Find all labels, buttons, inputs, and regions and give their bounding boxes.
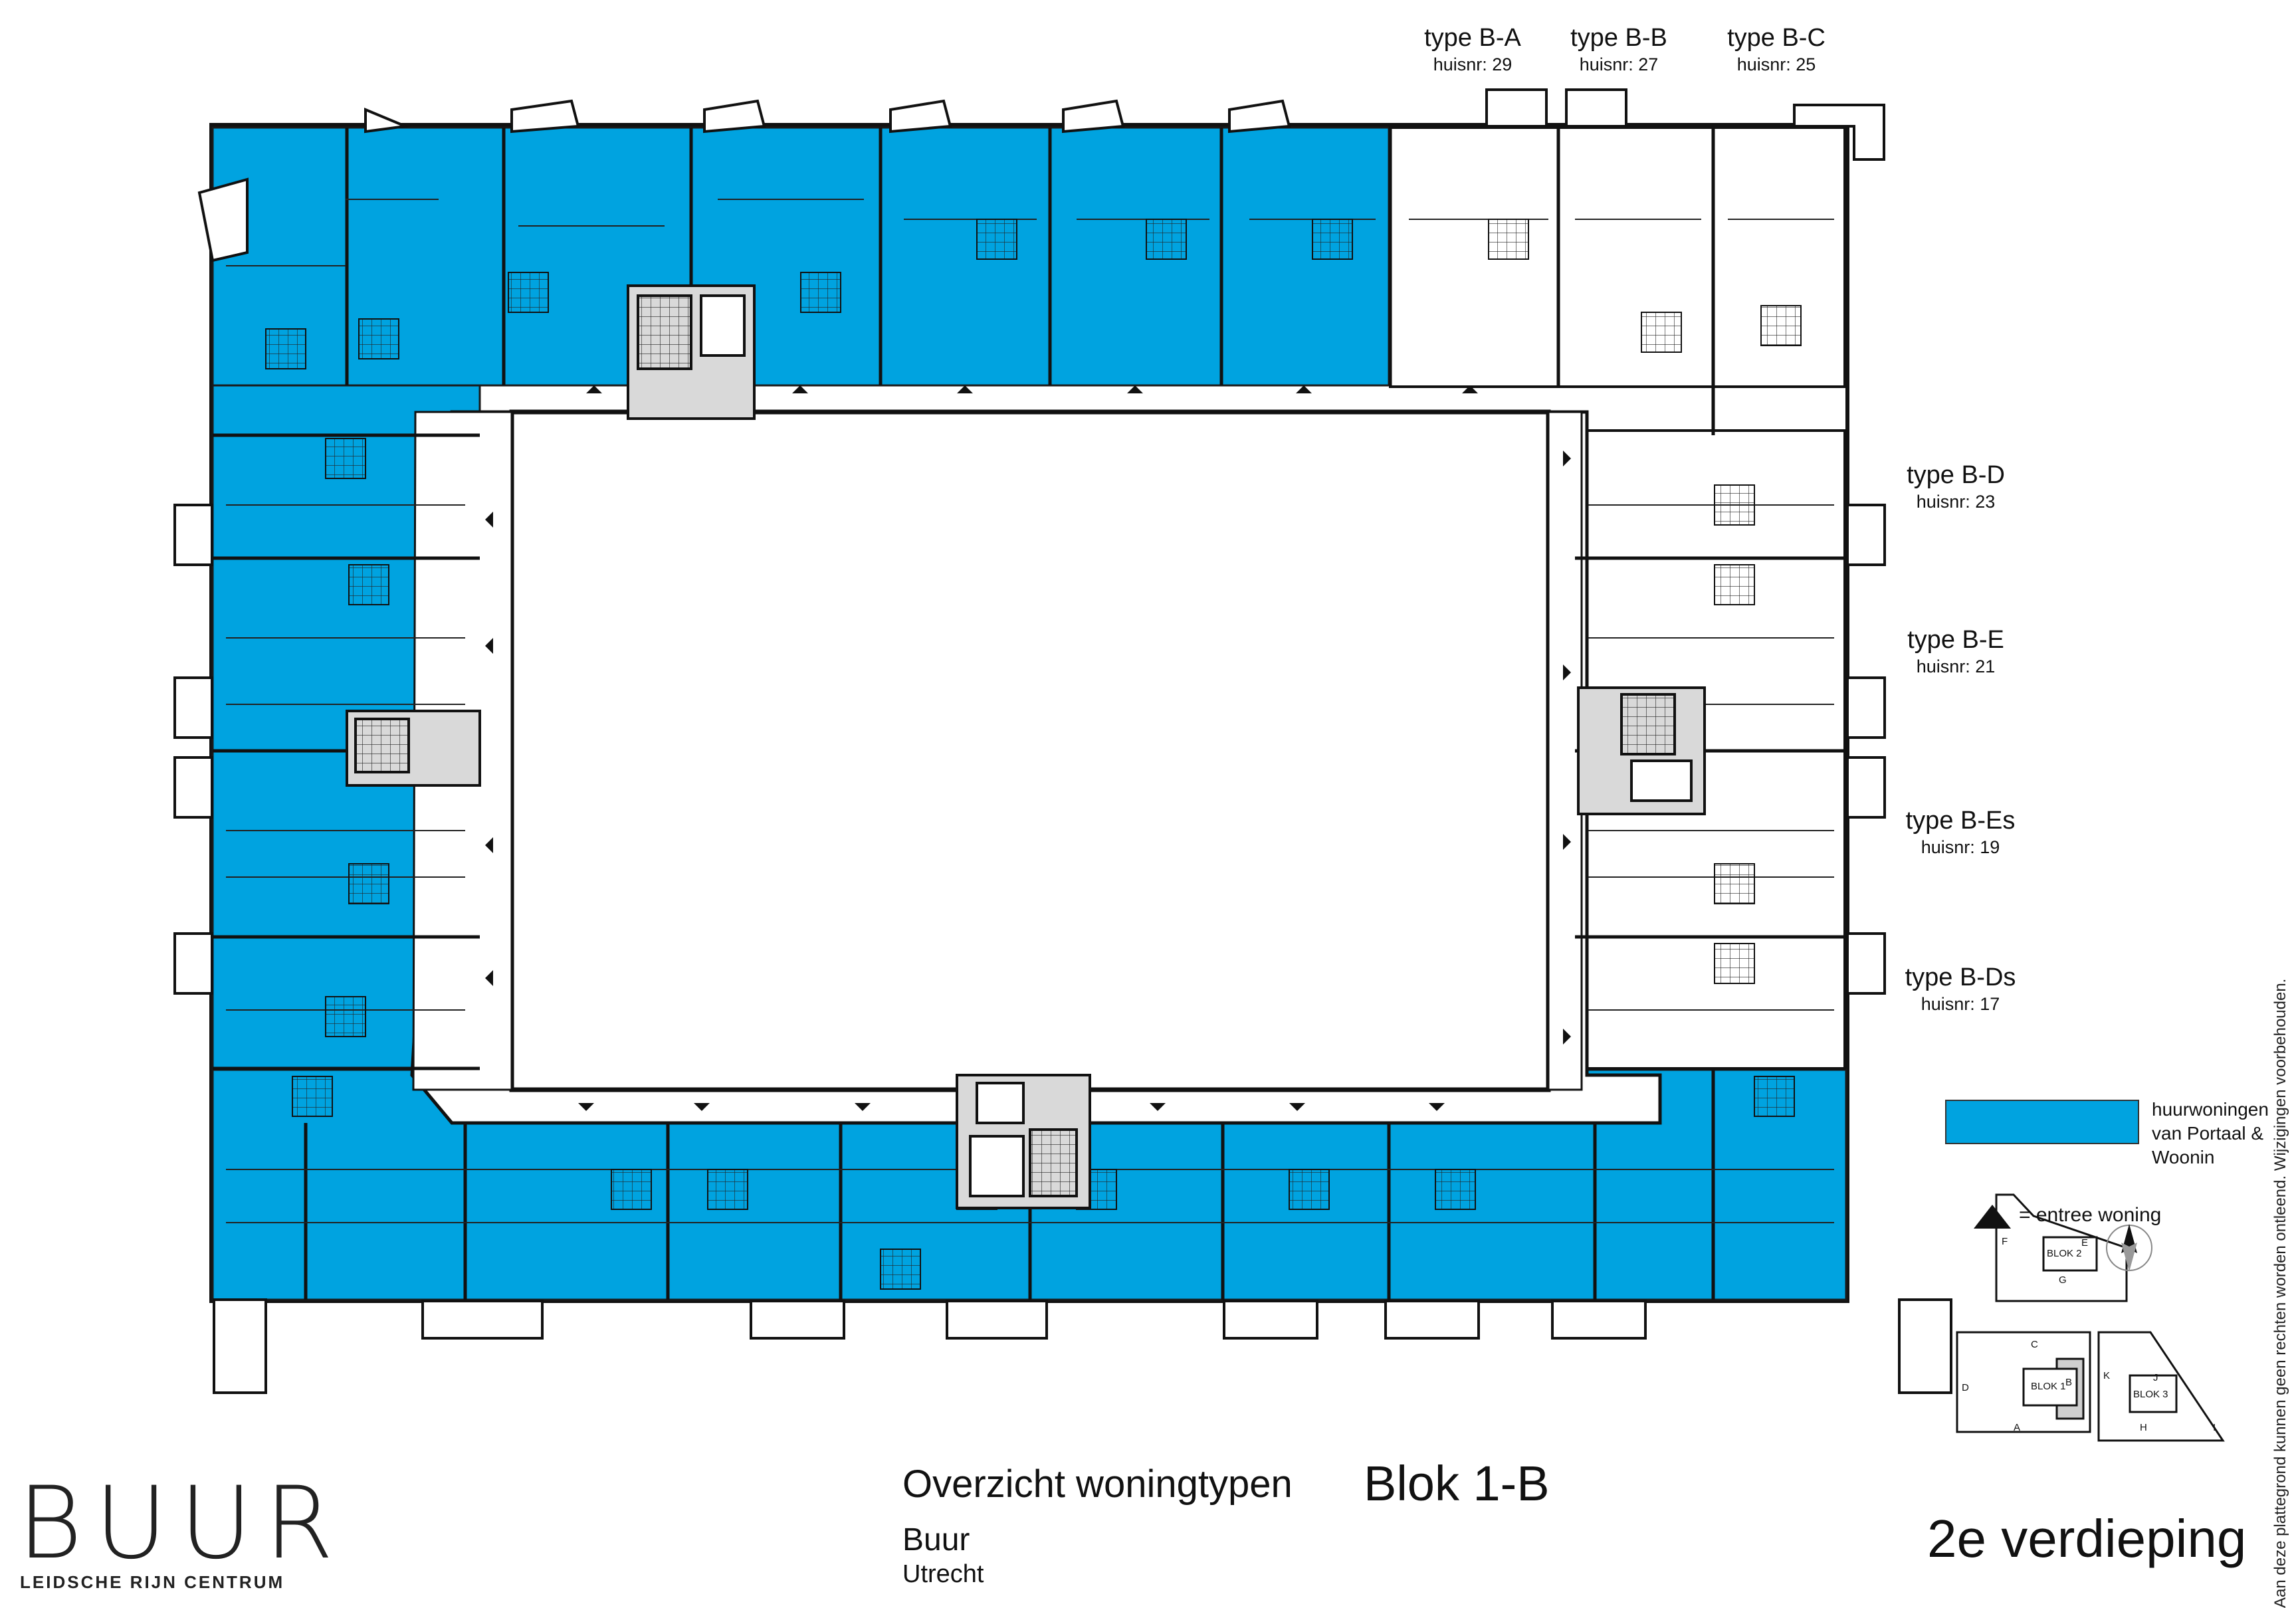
keymap-label-blok1: BLOK 1 [2031, 1381, 2066, 1392]
balconies [173, 88, 1952, 1394]
bathrooms [265, 219, 1802, 1290]
keymap-label-blok3: BLOK 3 [2133, 1389, 2168, 1400]
courtyard [410, 409, 1662, 1125]
floor-label: 2e verdieping [1927, 1509, 2247, 1568]
keymap-label-e: E [2081, 1237, 2089, 1249]
keymap-label-i: I [2213, 1422, 2216, 1433]
keymap-label-j: J [2153, 1372, 2158, 1383]
key-map [1956, 1193, 2225, 1442]
keymap-label-c: C [2031, 1339, 2038, 1350]
logo-wordmark: BUUR [17, 1466, 346, 1581]
compass-icon [2106, 1224, 2152, 1272]
city-name: Utrecht [902, 1560, 984, 1588]
page-title: Overzicht woningtypen [902, 1462, 1293, 1506]
legend-rental-swatch [1945, 1100, 2139, 1144]
keymap-label-f: F [2002, 1236, 2008, 1247]
keymap-label-blok2: BLOK 2 [2047, 1248, 2082, 1259]
legend-rental-label: huurwoningen van Portaal & Woonin [2152, 1099, 2269, 1167]
disclaimer-text: Aan deze plattegrond kunnen geen rechten… [2271, 978, 2289, 1608]
legend-entree-label: = entree woning [2019, 1204, 2162, 1226]
keymap-label-k: K [2103, 1370, 2111, 1381]
keymap-label-d: D [1962, 1382, 1969, 1393]
logo-tagline: LEIDSCHE RIJN CENTRUM [20, 1572, 285, 1592]
entree-triangle-icon [1974, 1205, 2011, 1229]
keymap-label-b: B [2065, 1377, 2073, 1388]
stair-cores [346, 284, 1706, 1209]
keymap-label-h: H [2140, 1422, 2147, 1433]
keymap-label-g: G [2059, 1274, 2067, 1286]
block-title: Blok 1-B [1364, 1456, 1550, 1511]
entree-markers [485, 385, 1571, 1111]
project-name: Buur [902, 1522, 970, 1558]
keymap-label-a: A [2014, 1422, 2021, 1433]
